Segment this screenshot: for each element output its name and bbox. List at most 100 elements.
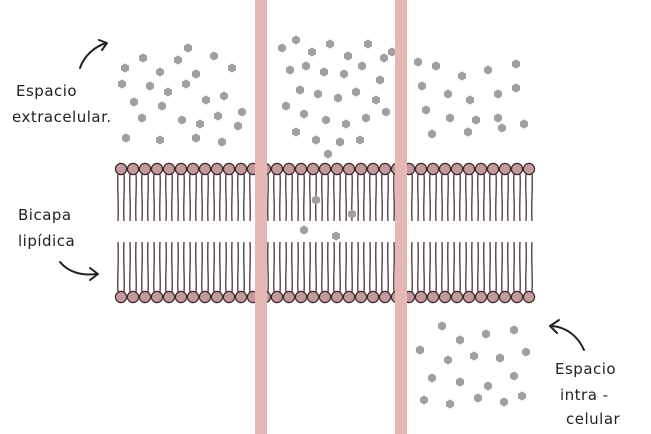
particle xyxy=(444,89,452,99)
particle xyxy=(320,67,328,77)
lipid-tail xyxy=(417,173,419,222)
arrow-icon xyxy=(59,261,97,276)
lipid-tail xyxy=(159,173,161,222)
lipid-head xyxy=(498,290,512,304)
particle xyxy=(228,63,236,73)
lipid-head xyxy=(186,290,200,304)
particle xyxy=(456,377,464,387)
label-bilayer-line2: lipídica xyxy=(18,232,75,250)
lipid-head xyxy=(126,290,140,304)
particle xyxy=(178,115,186,125)
lipid-tail xyxy=(279,241,281,293)
lipid-tail xyxy=(501,241,503,293)
lipid-tail xyxy=(369,241,371,293)
channel-strip-left xyxy=(255,0,267,434)
particle xyxy=(196,119,204,129)
lipid-tail xyxy=(513,241,515,293)
lipid-tail xyxy=(117,173,119,222)
particle xyxy=(388,47,396,57)
particle xyxy=(342,119,350,129)
particle xyxy=(214,111,222,121)
particle xyxy=(418,81,426,91)
lipid-tail xyxy=(141,173,143,222)
lipid-head xyxy=(510,162,524,176)
lipid-tail xyxy=(333,173,335,222)
particle xyxy=(234,121,242,131)
lipid-tail xyxy=(285,241,287,293)
lipid-tail xyxy=(135,241,137,293)
particle xyxy=(174,55,182,65)
lipid-tail xyxy=(381,173,383,222)
lipid-tail xyxy=(129,241,131,293)
lipid-tail xyxy=(237,241,239,293)
lipid-tail xyxy=(327,241,329,293)
lipid-tail xyxy=(165,241,167,293)
particle xyxy=(362,113,370,123)
lipid-head xyxy=(462,162,476,176)
lipid-tail xyxy=(147,241,149,293)
particle xyxy=(464,127,472,137)
lipid-head xyxy=(342,162,356,176)
lipid-head xyxy=(318,162,332,176)
lipid-tail xyxy=(249,173,251,222)
lipid-tail xyxy=(231,241,233,293)
label-intracellular-line3: celular xyxy=(566,410,621,428)
lipid-tail xyxy=(159,241,161,293)
particle xyxy=(512,59,520,69)
particle xyxy=(416,345,424,355)
lipid-tail xyxy=(267,173,269,222)
particle xyxy=(312,135,320,145)
particle xyxy=(510,371,518,381)
lipid-tail xyxy=(183,173,185,222)
channel-strip-right xyxy=(395,0,407,434)
lipid-head xyxy=(366,162,380,176)
particle xyxy=(356,135,364,145)
lipid-head xyxy=(198,162,212,176)
particle xyxy=(164,87,172,97)
particle xyxy=(220,91,228,101)
lipid-tail xyxy=(171,241,173,293)
lipid-tail xyxy=(423,241,425,293)
lipid-head xyxy=(174,290,188,304)
lipid-tail xyxy=(483,173,485,222)
lipid-tail xyxy=(435,241,437,293)
lipid-tail xyxy=(495,241,497,293)
lipid-head xyxy=(318,290,332,304)
upper-leaflet-tails xyxy=(117,173,533,222)
particle xyxy=(446,399,454,409)
lipid-head xyxy=(270,290,284,304)
lipid-tail xyxy=(171,173,173,222)
lipid-tail xyxy=(435,173,437,222)
lipid-tail xyxy=(123,241,125,293)
lipid-tail xyxy=(195,241,197,293)
lipid-tail xyxy=(129,173,131,222)
particle xyxy=(156,67,164,77)
lipid-head xyxy=(282,162,296,176)
lower-leaflet-tails xyxy=(117,241,533,293)
particle xyxy=(358,61,366,71)
lipid-head xyxy=(450,290,464,304)
lipid-tail xyxy=(165,173,167,222)
lipid-tail xyxy=(471,241,473,293)
lipid-tail xyxy=(123,173,125,222)
particle xyxy=(512,83,520,93)
particle xyxy=(192,69,200,79)
label-intracellular-line1: Espacio xyxy=(555,360,616,378)
lipid-tail xyxy=(213,241,215,293)
particle xyxy=(344,51,352,61)
lipid-tail xyxy=(201,173,203,222)
lipid-head xyxy=(294,162,308,176)
lipid-tail xyxy=(357,241,359,293)
particle xyxy=(324,149,332,159)
particle xyxy=(456,335,464,345)
membrane-particles xyxy=(300,195,356,241)
arrow-icon xyxy=(98,39,108,51)
particle xyxy=(380,53,388,63)
label-extracellular-line2: extracelular. xyxy=(12,108,112,126)
particle xyxy=(138,113,146,123)
particle xyxy=(446,113,454,123)
particle xyxy=(332,231,340,241)
lipid-tail xyxy=(513,173,515,222)
lipid-tail xyxy=(297,173,299,222)
